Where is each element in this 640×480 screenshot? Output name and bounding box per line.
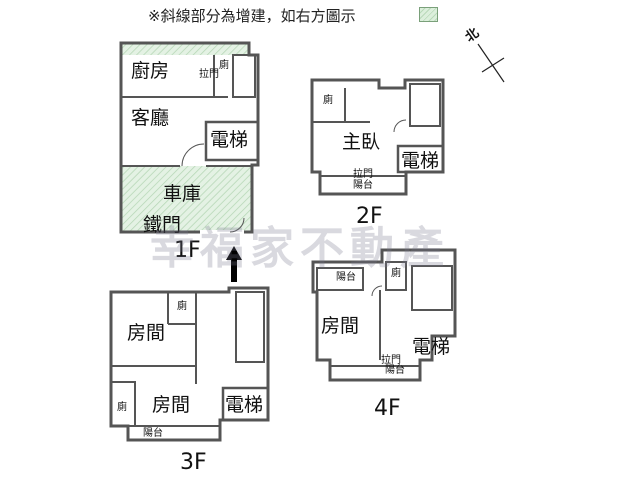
- f1-floor-label: 1F: [174, 238, 201, 263]
- f4-stair: [411, 265, 453, 311]
- f1-garage-label: 車庫: [163, 183, 202, 205]
- f4-outer-wall: [311, 248, 457, 382]
- f2-balcony-label: 陽台: [353, 180, 373, 191]
- watermark: 幸福家不動產: [150, 223, 450, 274]
- compass-cross-line: [481, 57, 505, 73]
- f1-outer-wall: [119, 41, 260, 234]
- floor-3f: [109, 286, 270, 442]
- floor-4f: [311, 248, 457, 382]
- f4-pull-door-label: 拉門: [381, 355, 401, 366]
- f2-elevator-label: 電梯: [401, 150, 440, 172]
- f1-iron-door-swing: [229, 217, 245, 233]
- f3-elevator-label: 電梯: [225, 394, 264, 416]
- f4-toilet: [385, 261, 407, 291]
- f4-elevator-label: 電梯: [412, 336, 451, 358]
- floor-2f: [310, 78, 445, 196]
- f4-toilet-label: 廁: [391, 268, 401, 279]
- entry-arrow-icon: [226, 246, 242, 282]
- compass: [477, 43, 505, 83]
- f3-toilet-b: [110, 381, 136, 427]
- f1-door-swing: [181, 143, 205, 167]
- f2-pull-door-label: 拉門: [353, 169, 373, 180]
- f4-balcony-top: [316, 267, 364, 291]
- f2-stair: [409, 83, 441, 127]
- f4-balcony-top-label: 陽台: [336, 272, 356, 283]
- f2-floor-label: 2F: [356, 204, 383, 229]
- f3-toilet-a-label: 廁: [177, 301, 187, 312]
- f1-living-label: 客廳: [131, 107, 170, 129]
- f3-balcony-label: 陽台: [143, 428, 163, 439]
- f2-elevator: [396, 144, 445, 174]
- f1-toilet-label: 廁: [219, 60, 229, 71]
- f3-toilet-b-label: 廁: [117, 402, 127, 413]
- compass-north-line: [477, 43, 505, 83]
- addition-legend-swatch: [419, 7, 438, 22]
- addition-note: ※斜線部分為增建，如右方圖示: [148, 7, 356, 25]
- f1-pull-door-label: 拉門: [199, 69, 219, 80]
- f1-elevator: [204, 120, 260, 162]
- f1-addition-top-hatch: [121, 43, 249, 55]
- f3-elevator: [221, 386, 270, 422]
- f1-iron-door-label: 鐵門: [143, 214, 182, 236]
- f2-toilet-label: 廁: [323, 95, 333, 106]
- f1-garage-hatch: [121, 166, 252, 232]
- f3-stair: [235, 291, 265, 363]
- f4-room-label: 房間: [321, 315, 360, 337]
- f2-door-swing: [393, 119, 407, 133]
- f4-balcony-bottom-label: 陽台: [385, 365, 405, 376]
- f3-room-b-label: 房間: [152, 394, 191, 416]
- f3-room-a-label: 房間: [127, 322, 166, 344]
- f4-door-swing: [371, 285, 383, 297]
- f4-floor-label: 4F: [374, 396, 401, 421]
- f1-kitchen-label: 廚房: [131, 60, 170, 82]
- f1-elevator-label: 電梯: [210, 129, 249, 151]
- f2-master-label: 主臥: [342, 131, 381, 153]
- f1-stair: [232, 54, 256, 98]
- f3-floor-label: 3F: [180, 450, 207, 475]
- floor-1f: [119, 41, 260, 234]
